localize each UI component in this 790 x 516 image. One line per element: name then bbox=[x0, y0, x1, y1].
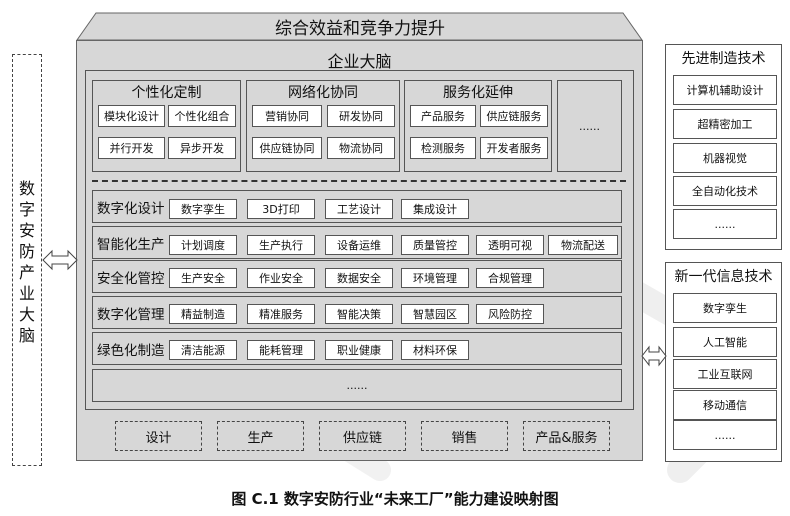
double-arrow-icon bbox=[42, 249, 78, 271]
section-divider bbox=[92, 180, 626, 182]
main-title: 企业大脑 bbox=[327, 52, 392, 71]
row-item: 集成设计 bbox=[401, 199, 469, 219]
bottom-product-service: 产品&服务 bbox=[523, 421, 610, 451]
group-item: 个性化组合 bbox=[168, 105, 236, 127]
side-title: 新一代信息技术 bbox=[674, 269, 773, 285]
side-item: 工业互联网 bbox=[673, 359, 777, 389]
row-item: 物流配送 bbox=[548, 235, 618, 255]
row-item: 智能决策 bbox=[325, 304, 393, 324]
group-item: 开发者服务 bbox=[480, 137, 548, 159]
row-item: 设备运维 bbox=[325, 235, 393, 255]
row-item: 3D打印 bbox=[247, 199, 315, 219]
row-item: 材料环保 bbox=[401, 340, 469, 360]
group-item: 产品服务 bbox=[410, 105, 476, 127]
row-item: 清洁能源 bbox=[169, 340, 237, 360]
group-item: 模块化设计 bbox=[98, 105, 165, 127]
group-item: 营销协同 bbox=[252, 105, 322, 127]
row-label: 数字化管理 bbox=[97, 306, 165, 323]
side-item: 超精密加工 bbox=[673, 109, 777, 139]
figure-caption: 图 C.1 数字安防行业“未来工厂”能力建设映射图 bbox=[231, 490, 559, 508]
group-title: 服务化延伸 bbox=[443, 85, 513, 101]
row-label: 数字化设计 bbox=[97, 200, 165, 217]
group-title: 个性化定制 bbox=[131, 85, 202, 101]
row-item: 数字孪生 bbox=[169, 199, 237, 219]
row-item: 计划调度 bbox=[169, 235, 237, 255]
row-label: 安全化管控 bbox=[97, 270, 165, 287]
bottom-supply-chain: 供应链 bbox=[319, 421, 406, 451]
side-item: 计算机辅助设计 bbox=[673, 75, 777, 105]
row-label: 智能化生产 bbox=[97, 236, 165, 253]
row-item: 职业健康 bbox=[325, 340, 393, 360]
row-item: 质量管控 bbox=[401, 235, 469, 255]
row-item: 精益制造 bbox=[169, 304, 237, 324]
bottom-sales: 销售 bbox=[421, 421, 508, 451]
side-item: 全自动化技术 bbox=[673, 176, 777, 206]
double-arrow-icon bbox=[641, 345, 667, 367]
side-item: 人工智能 bbox=[673, 327, 777, 357]
row-smart-production: 智能化生产 计划调度 生产执行 设备运维 质量管控 透明可视 物流配送 bbox=[92, 226, 622, 259]
group-item: 物流协同 bbox=[327, 137, 395, 159]
group-more: ...... bbox=[557, 80, 622, 172]
group-item: 异步开发 bbox=[168, 137, 236, 159]
industry-brain-label: 数字安防产业大脑 bbox=[18, 179, 35, 345]
group-item: 供应链服务 bbox=[480, 105, 548, 127]
row-green-manufacturing: 绿色化制造 清洁能源 能耗管理 职业健康 材料环保 bbox=[92, 332, 622, 365]
industry-brain-box bbox=[12, 54, 42, 466]
row-item: 环境管理 bbox=[401, 268, 469, 288]
bottom-design: 设计 bbox=[115, 421, 202, 451]
row-item: 智慧园区 bbox=[401, 304, 469, 324]
group-item: 并行开发 bbox=[98, 137, 165, 159]
bottom-production: 生产 bbox=[217, 421, 304, 451]
roof-shape bbox=[76, 12, 643, 41]
group-networked: 网络化协同 营销协同 研发协同 供应链协同 物流协同 bbox=[246, 80, 400, 172]
row-item: 合规管理 bbox=[476, 268, 544, 288]
row-digital-management: 数字化管理 精益制造 精准服务 智能决策 智慧园区 风险防控 bbox=[92, 296, 622, 329]
side-item: 机器视觉 bbox=[673, 143, 777, 173]
new-it-box: 新一代信息技术 数字孪生 人工智能 工业互联网 移动通信 ...... bbox=[665, 262, 782, 462]
row-more: ...... bbox=[92, 369, 622, 402]
row-item: 作业安全 bbox=[247, 268, 315, 288]
top-title: 综合效益和竞争力提升 bbox=[275, 19, 445, 39]
group-service: 服务化延伸 产品服务 供应链服务 检测服务 开发者服务 bbox=[404, 80, 552, 172]
advanced-manufacturing-box: 先进制造技术 计算机辅助设计 超精密加工 机器视觉 全自动化技术 ...... bbox=[665, 44, 782, 250]
row-item: 生产安全 bbox=[169, 268, 237, 288]
row-item: 数据安全 bbox=[325, 268, 393, 288]
side-item: 移动通信 bbox=[673, 390, 777, 420]
side-item: ...... bbox=[673, 420, 777, 450]
group-item: 检测服务 bbox=[410, 137, 476, 159]
side-item: 数字孪生 bbox=[673, 293, 777, 323]
row-item: 能耗管理 bbox=[247, 340, 315, 360]
row-safety-control: 安全化管控 生产安全 作业安全 数据安全 环境管理 合规管理 bbox=[92, 260, 622, 293]
side-item: ...... bbox=[673, 209, 777, 239]
row-item: 透明可视 bbox=[476, 235, 544, 255]
row-item: 风险防控 bbox=[476, 304, 544, 324]
group-item: 供应链协同 bbox=[252, 137, 322, 159]
row-label: 绿色化制造 bbox=[97, 342, 165, 359]
group-title: 网络化协同 bbox=[288, 85, 358, 101]
row-item: 生产执行 bbox=[247, 235, 315, 255]
group-personalized: 个性化定制 模块化设计 个性化组合 并行开发 异步开发 bbox=[92, 80, 241, 172]
group-item: 研发协同 bbox=[327, 105, 395, 127]
row-item: 精准服务 bbox=[247, 304, 315, 324]
row-digital-design: 数字化设计 数字孪生 3D打印 工艺设计 集成设计 bbox=[92, 190, 622, 223]
row-item: 工艺设计 bbox=[325, 199, 393, 219]
side-title: 先进制造技术 bbox=[681, 51, 766, 67]
